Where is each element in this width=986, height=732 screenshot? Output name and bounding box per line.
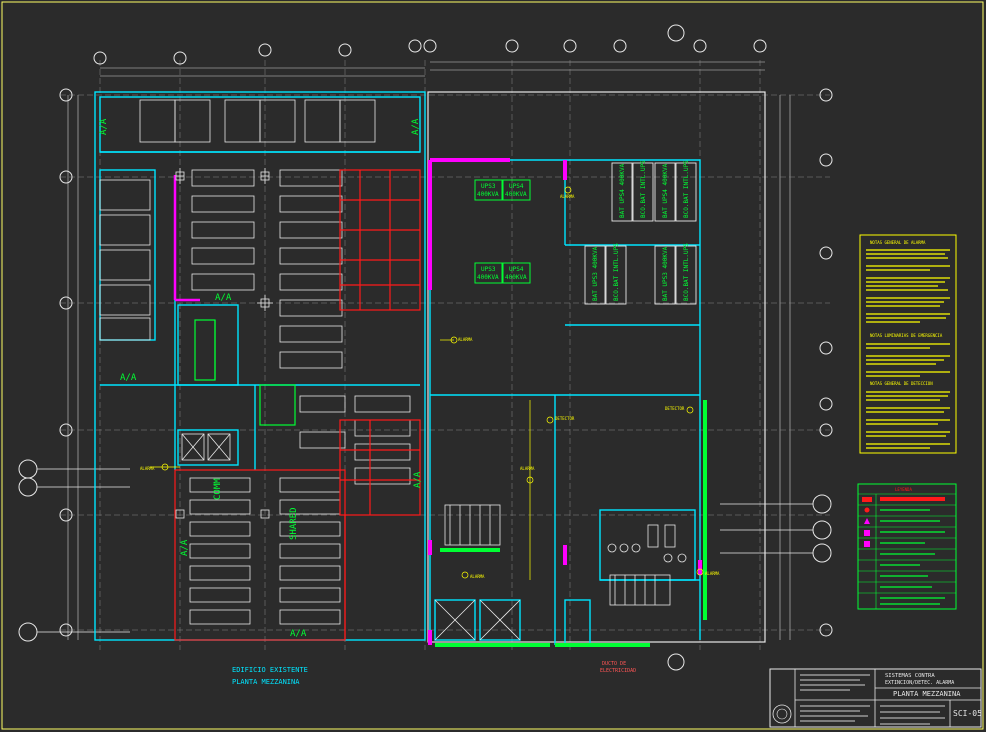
legend-swatch-square-2	[864, 541, 870, 547]
legend-title: LEYENDA	[895, 487, 912, 492]
room-labels: COMM SHARED	[213, 478, 299, 540]
legend-swatch-horn	[864, 507, 870, 513]
svg-text:ALARMA: ALARMA	[458, 337, 473, 342]
legend-swatch-triangle	[864, 518, 870, 524]
svg-text:400KVA: 400KVA	[505, 274, 527, 281]
magenta-walls-left	[173, 175, 200, 302]
notes-text-lines	[866, 249, 950, 449]
notes-panel: NOTAS GENERAL DE ALARMA NOTAS LUMINARIAS…	[859, 234, 957, 454]
existing-building-label: EDIFICIO EXISTENTE	[232, 666, 308, 674]
new-building-outline	[427, 91, 766, 643]
battery-banks	[584, 162, 697, 305]
ups-box-3	[474, 262, 503, 284]
device-symbols	[150, 186, 704, 580]
project-title-line2: EXTINCION/DETEC. ALARMA	[885, 680, 954, 686]
ups-box-2	[502, 179, 531, 201]
svg-text:A/A: A/A	[411, 118, 421, 135]
svg-text:UPS4: UPS4	[509, 183, 524, 190]
battery-labels: BAT UPS4 400KVA BCO.BAT INTL.UPS BAT UPS…	[592, 160, 690, 301]
ups-box-4	[502, 262, 531, 284]
svg-text:BAT UPS3 400KVA: BAT UPS3 400KVA	[662, 246, 669, 301]
legend-swatch-red	[862, 497, 872, 502]
duct-label-2: ELECTRICIDAD	[600, 668, 636, 674]
svg-text:UPS4: UPS4	[509, 266, 524, 273]
left-core-green	[194, 319, 296, 426]
red-partitions	[174, 169, 421, 641]
svg-text:BCO.BAT INTL.UPS: BCO.BAT INTL.UPS	[613, 243, 620, 301]
svg-text:A/A: A/A	[215, 293, 232, 303]
svg-text:A/A: A/A	[413, 471, 423, 488]
svg-text:400KVA: 400KVA	[505, 191, 527, 198]
svg-text:BAT UPS4 400KVA: BAT UPS4 400KVA	[662, 163, 669, 218]
svg-text:UPS3: UPS3	[481, 266, 496, 273]
svg-text:COMM: COMM	[213, 478, 223, 500]
svg-text:ALARMA: ALARMA	[520, 466, 535, 471]
svg-text:DETECTOR: DETECTOR	[665, 406, 685, 411]
svg-text:A/A: A/A	[120, 373, 137, 383]
svg-text:ALARMA: ALARMA	[705, 571, 720, 576]
svg-text:A/A: A/A	[290, 629, 307, 639]
dimension-lines	[67, 61, 791, 640]
column-markers	[175, 168, 273, 519]
svg-text:UPS3: UPS3	[481, 183, 496, 190]
svg-text:ALARMA: ALARMA	[470, 574, 485, 579]
green-walls-right	[435, 400, 707, 647]
svg-text:ALARMA: ALARMA	[560, 194, 575, 199]
magenta-walls-right	[428, 158, 702, 645]
svg-text:400KVA: 400KVA	[477, 191, 499, 198]
notes-title-1: NOTAS GENERAL DE ALARMA	[870, 240, 926, 245]
svg-text:A/A: A/A	[99, 118, 109, 135]
aa-labels-left: A/A A/A A/A A/A A/A A/A A/A	[99, 118, 423, 639]
parking-stalls	[99, 99, 411, 625]
notes-title-2: NOTAS LUMINARIAS DE EMERGENCIA	[870, 333, 943, 338]
ups-box-1	[474, 179, 503, 201]
svg-text:BAT UPS3 400KVA: BAT UPS3 400KVA	[592, 246, 599, 301]
sheet-number: SCI-05	[953, 709, 982, 718]
company-seal	[772, 704, 792, 724]
mezzanine-label: PLANTA MEZZANINA	[232, 678, 300, 686]
title-block: SISTEMAS CONTRA EXTINCION/DETEC. ALARMA …	[769, 668, 982, 728]
svg-text:DETECTOR: DETECTOR	[555, 416, 575, 421]
duct-label: DUCTO DE	[602, 661, 626, 667]
restroom-fixtures	[607, 524, 687, 563]
grid-bubbles-side	[18, 88, 833, 642]
legend-swatch-square	[864, 530, 870, 536]
ups-labels: UPS3 400KVA UPS4 400KVA UPS3 400KVA UPS4…	[477, 183, 527, 281]
svg-text:SHARED: SHARED	[289, 507, 299, 540]
grid-bubbles-top	[93, 24, 767, 671]
svg-text:400KVA: 400KVA	[477, 274, 499, 281]
device-annotations: ALARMA ALARMA DETECTOR DETECTOR ALARMA A…	[140, 194, 720, 579]
svg-text:A/A: A/A	[180, 539, 190, 556]
svg-text:ALARMA: ALARMA	[140, 466, 155, 471]
existing-building-walls	[94, 91, 426, 641]
svg-text:BCO.BAT INTL.UPS: BCO.BAT INTL.UPS	[683, 243, 690, 301]
svg-text:BCO.BAT INTL.UPS: BCO.BAT INTL.UPS	[683, 160, 690, 218]
svg-text:BAT UPS4 400KVA: BAT UPS4 400KVA	[619, 163, 626, 218]
left-elevators	[181, 433, 231, 461]
ups-boxes	[474, 179, 531, 284]
drawing-title: PLANTA MEZZANINA	[893, 690, 961, 698]
svg-text:BCO.BAT INTL.UPS: BCO.BAT INTL.UPS	[640, 160, 647, 218]
legend-panel: LEYENDA	[857, 483, 957, 610]
notes-title-3: NOTAS GENERAL DE DETECCION	[870, 381, 933, 386]
new-building-elevators	[434, 504, 671, 641]
project-title-line1: SISTEMAS CONTRA	[885, 673, 935, 679]
grid-leaders	[37, 468, 813, 633]
new-building-walls	[429, 159, 701, 646]
